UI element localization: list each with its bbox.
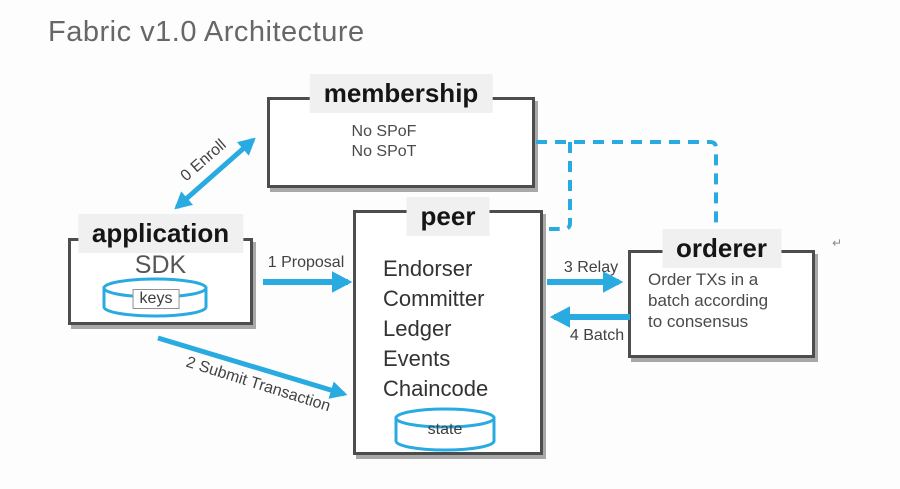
state-store-label: state <box>427 421 463 438</box>
membership-line-1: No SPoF <box>351 123 417 140</box>
relay-arrow-label: 3 Relay <box>563 259 619 276</box>
proposal-arrow-label: 1 Proposal <box>267 254 345 271</box>
orderer-line-3: to consensus <box>648 312 749 331</box>
orderer-node: orderer Order TXs in a batch according t… <box>628 229 815 358</box>
application-node-title: application <box>77 214 244 254</box>
application-sdk-label: SDK <box>134 251 187 279</box>
peer-component-chaincode: Chaincode <box>383 376 489 401</box>
membership-node: membership No SPoF No SPoT <box>267 74 535 188</box>
membership-peer-dashed-connector <box>549 142 572 231</box>
peer-component-events: Events <box>383 346 451 371</box>
orderer-node-title: orderer <box>661 229 782 269</box>
keys-store-label: keys <box>132 289 180 309</box>
batch-arrow-label: 4 Batch <box>569 327 625 344</box>
return-mark-artifact: ↵ <box>832 236 843 250</box>
peer-component-committer: Committer <box>383 286 485 311</box>
orderer-line-2: batch according <box>648 291 769 310</box>
peer-node-title: peer <box>406 197 490 237</box>
membership-description: No SPoF No SPoT <box>270 122 498 162</box>
orderer-description: Order TXs in a batch according to consen… <box>648 269 768 332</box>
membership-node-title: membership <box>309 74 493 114</box>
application-node: application SDK <box>68 214 253 325</box>
orderer-line-1: Order TXs in a <box>648 270 759 289</box>
peer-component-ledger: Ledger <box>383 316 452 341</box>
membership-line-2: No SPoT <box>351 143 417 160</box>
submit-transaction-arrow-label: 2 Submit Transaction <box>183 353 333 416</box>
peer-node: peer Endorser Committer Ledger Events Ch… <box>353 197 543 455</box>
peer-component-list: Endorser Committer Ledger Events Chainco… <box>383 254 488 404</box>
diagram-title: Fabric v1.0 Architecture <box>48 16 365 48</box>
peer-component-endorser: Endorser <box>383 256 473 281</box>
membership-orderer-dashed-connector <box>536 140 718 224</box>
enroll-arrow-label: 0 Enroll <box>177 136 230 185</box>
